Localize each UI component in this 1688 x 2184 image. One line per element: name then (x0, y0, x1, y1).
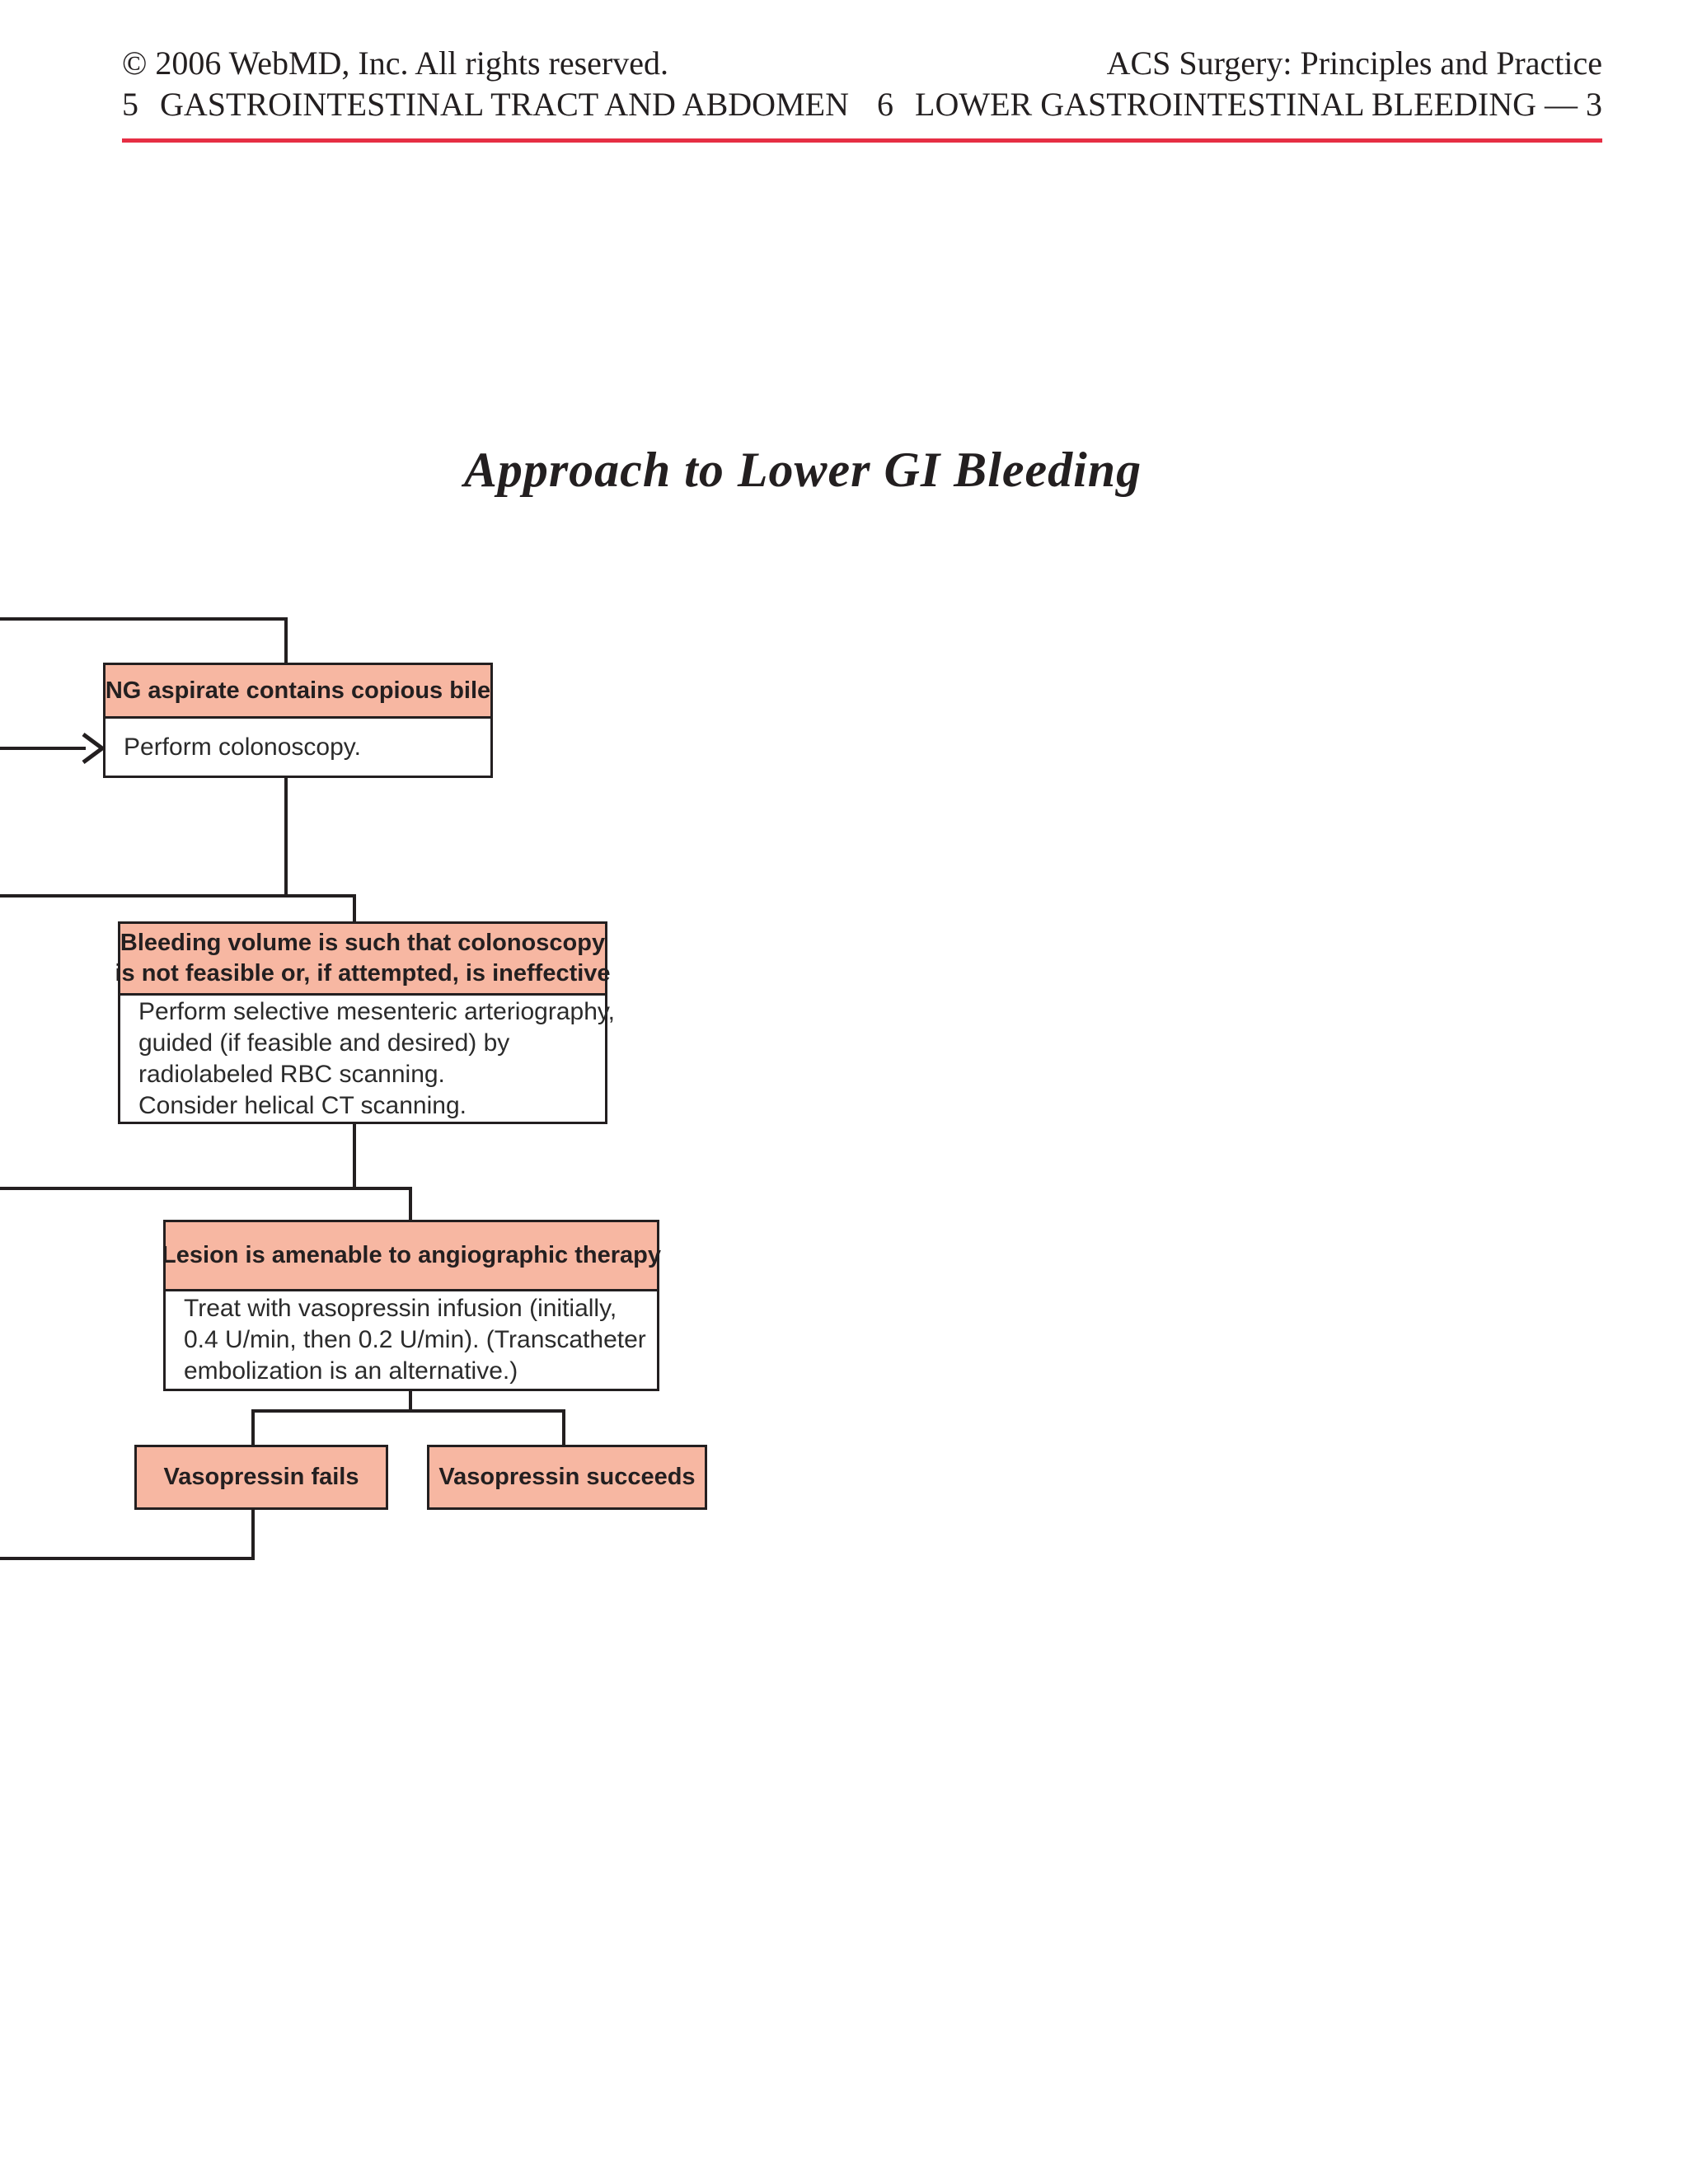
connector-line (0, 1557, 255, 1560)
connector-line (562, 1409, 565, 1446)
connector-line (251, 1409, 565, 1413)
chapter-number: 6 (877, 86, 894, 123)
page-header-right: ACS Surgery: Principles and Practice 6 LO… (696, 43, 1602, 125)
connector-line (0, 617, 288, 621)
page-header-left: © 2006 WebMD, Inc. All rights reserved. … (122, 43, 946, 125)
section-title: GASTROINTESTINAL TRACT AND ABDOMEN (160, 86, 849, 123)
node-header: Bleeding volume is such that colonoscopy… (115, 924, 611, 996)
book-title: ACS Surgery: Principles and Practice (1106, 45, 1602, 82)
connector-line (409, 1390, 412, 1413)
node-body: Perform colonoscopy. (124, 733, 361, 761)
section-number: 5 (122, 86, 138, 123)
header-rule (122, 138, 1602, 143)
node-header: Vasopressin succeeds (438, 1464, 696, 1490)
connector-line (284, 776, 288, 898)
node-header: NG aspirate contains copious bile (106, 665, 490, 719)
flowchart-node-ng-aspirate: NG aspirate contains copious bile Perfor… (103, 663, 493, 778)
node-body: Treat with vasopressin infusion (initial… (184, 1295, 646, 1385)
flowchart-node-lesion-amenable: Lesion is amenable to angiographic thera… (162, 1220, 661, 1391)
section-heading: 5 GASTROINTESTINAL TRACT AND ABDOMEN (122, 84, 946, 125)
chapter-heading: 6 LOWER GASTROINTESTINAL BLEEDING — 3 (696, 84, 1602, 125)
flowchart-node-bleeding-volume: Bleeding volume is such that colonoscopy… (115, 921, 615, 1124)
arrow-right-icon (82, 732, 106, 765)
chapter-title: LOWER GASTROINTESTINAL BLEEDING — 3 (915, 86, 1602, 123)
connector-line (0, 747, 86, 750)
node-body: Perform selective mesenteric arteriograp… (138, 997, 615, 1119)
flowchart-node-vasopressin-succeeds: Vasopressin succeeds (427, 1445, 707, 1510)
connector-line (409, 1187, 412, 1221)
connector-line (251, 1508, 255, 1560)
connector-line (353, 894, 356, 923)
flowchart-node-vasopressin-fails: Vasopressin fails (134, 1445, 388, 1510)
connector-line (284, 617, 288, 663)
connector-line (251, 1409, 255, 1446)
node-header: Lesion is amenable to angiographic thera… (162, 1222, 661, 1291)
connector-line (0, 894, 356, 898)
connector-line (353, 1122, 356, 1190)
connector-line (0, 1187, 412, 1190)
figure-title: Approach to Lower GI Bleeding (463, 443, 1142, 497)
node-header: Vasopressin fails (163, 1464, 359, 1490)
copyright-text: © 2006 WebMD, Inc. All rights reserved. (122, 45, 668, 82)
